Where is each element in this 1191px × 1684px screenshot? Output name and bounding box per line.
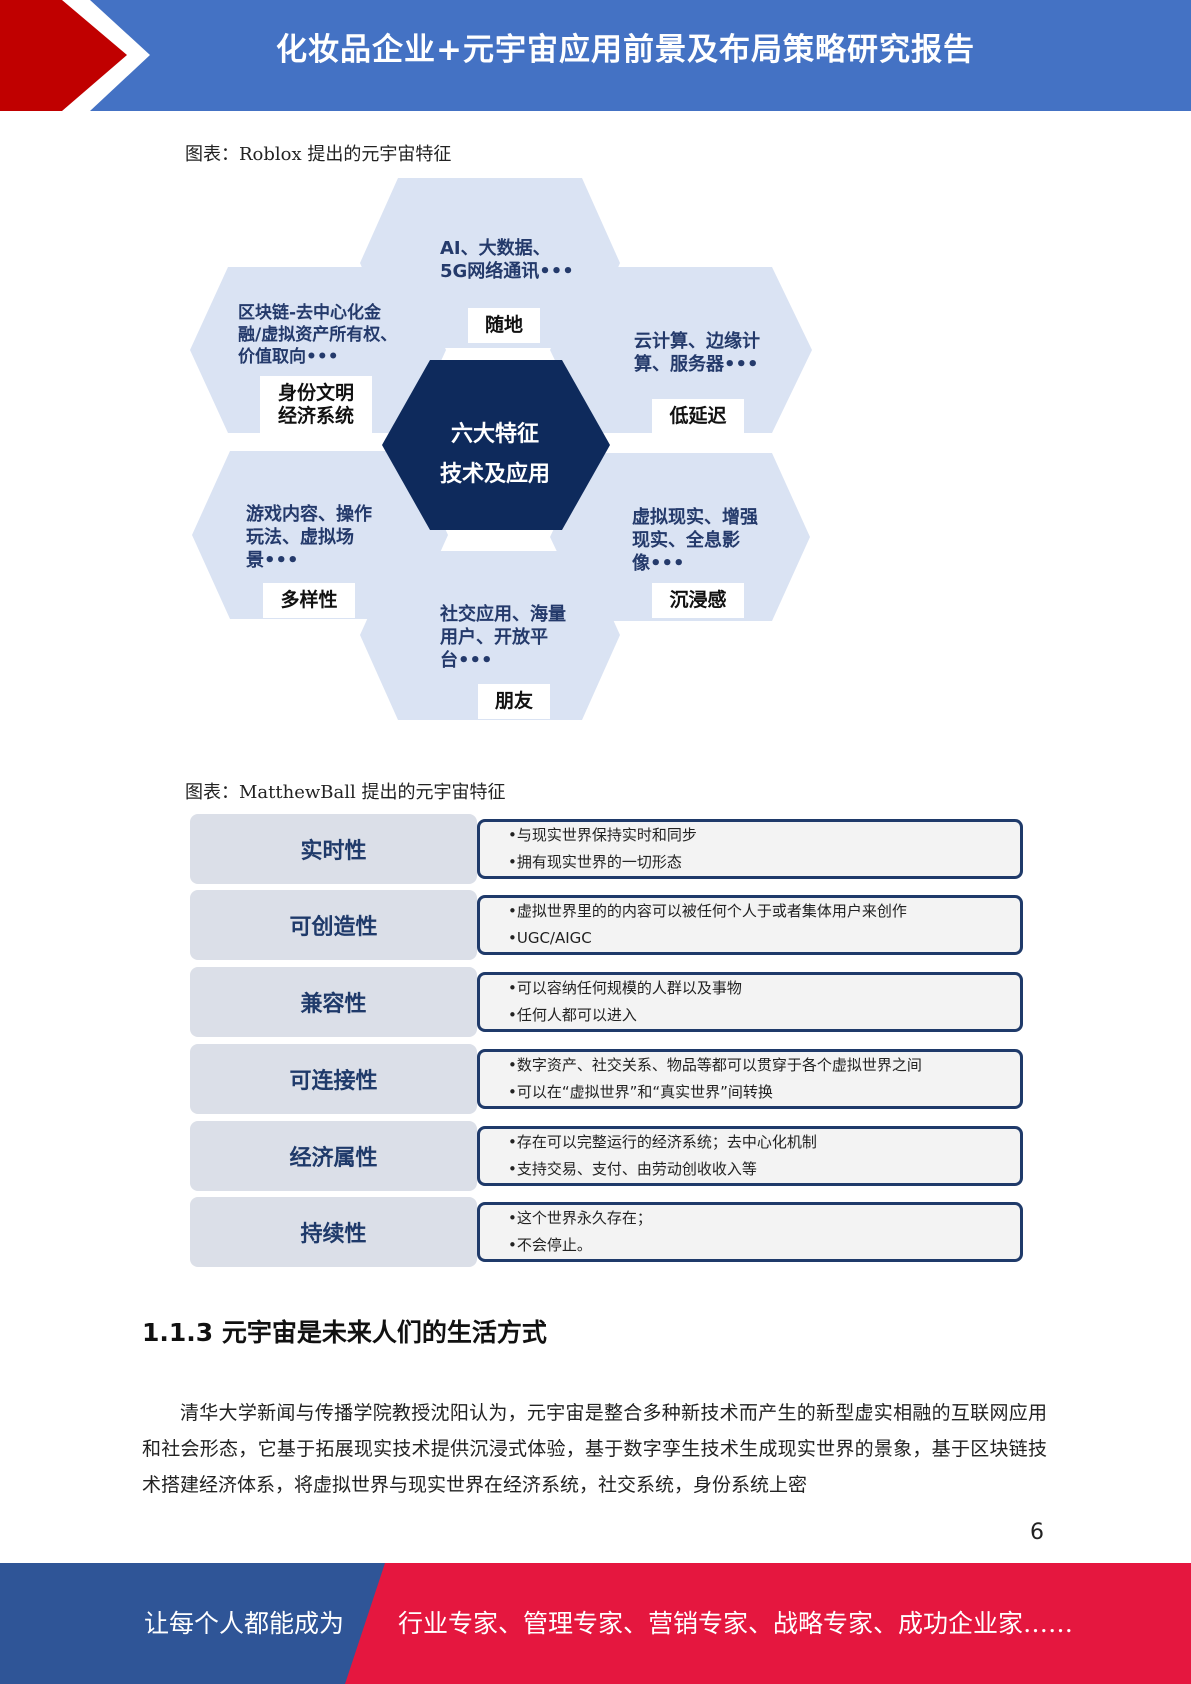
section-heading: 1.1.3 元宇宙是未来人们的生活方式 <box>142 1318 547 1347</box>
hex-top-text: AI、大数据、 5G网络通讯••• <box>440 238 574 282</box>
hex-upper-right-tag: 低延迟 <box>652 399 744 434</box>
hex-lower-right-tag: 沉浸感 <box>652 583 744 618</box>
hex-lower-right <box>550 453 810 621</box>
footer-slogan-right: 行业专家、管理专家、营销专家、战略专家、成功企业家…… <box>398 1609 1074 1638</box>
hex-bottom-tag: 朋友 <box>478 684 550 719</box>
feature-name: 实时性 <box>190 814 477 884</box>
page-header: 化妆品企业+元宇宙应用前景及布局策略研究报告 <box>0 0 1191 111</box>
feature-description: •这个世界永久存在； •不会停止。 <box>477 1202 1023 1262</box>
feature-description: •数字资产、社交关系、物品等都可以贯穿于各个虚拟世界之间 •可以在“虚拟世界”和… <box>477 1049 1023 1109</box>
feature-name: 可连接性 <box>190 1044 477 1114</box>
hex-lower-left-text: 游戏内容、操作 玩法、虚拟场 景••• <box>246 504 372 571</box>
hex-center <box>382 360 610 530</box>
feature-row: 实时性 •与现实世界保持实时和同步 •拥有现实世界的一切形态 <box>190 812 1023 884</box>
figure2-caption: 图表：MatthewBall 提出的元宇宙特征 <box>185 782 506 803</box>
hex-upper-left-tag: 身份文明 经济系统 <box>260 376 372 434</box>
feature-description: •与现实世界保持实时和同步 •拥有现实世界的一切形态 <box>477 819 1023 879</box>
feature-description: •虚拟世界里的的内容可以被任何个人于或者集体用户来创作 •UGC/AIGC <box>477 895 1023 955</box>
feature-row: 经济属性 •存在可以完整运行的经济系统；去中心化机制 •支持交易、支付、由劳动创… <box>190 1119 1023 1191</box>
feature-name: 经济属性 <box>190 1121 477 1191</box>
body-paragraph: 清华大学新闻与传播学院教授沈阳认为，元宇宙是整合多种新技术而产生的新型虚实相融的… <box>142 1402 1047 1496</box>
hexagon-shapes <box>190 178 812 720</box>
footer-slogan-left: 让每个人都能成为 <box>144 1609 345 1638</box>
hex-lower-right-text: 虚拟现实、增强 现实、全息影 像••• <box>632 507 758 574</box>
feature-name: 兼容性 <box>190 967 477 1037</box>
page-footer: 让每个人都能成为 行业专家、管理专家、营销专家、战略专家、成功企业家…… <box>0 1563 1191 1684</box>
header-banner-graphic <box>0 0 1191 111</box>
page-number: 6 <box>1030 1520 1044 1545</box>
feature-row: 可连接性 •数字资产、社交关系、物品等都可以贯穿于各个虚拟世界之间 •可以在“虚… <box>190 1042 1023 1114</box>
roblox-hexagon-diagram: 六大特征 技术及应用 AI、大数据、 5G网络通讯••• 随地 云计算、边缘计 … <box>190 175 830 725</box>
feature-row: 持续性 •这个世界永久存在； •不会停止。 <box>190 1195 1023 1267</box>
hex-bottom-text: 社交应用、海量 用户、开放平 台••• <box>440 604 566 671</box>
feature-row: 可创造性 •虚拟世界里的的内容可以被任何个人于或者集体用户来创作 •UGC/AI… <box>190 888 1023 960</box>
hex-upper-left-text: 区块链-去中心化金 融/虚拟资产所有权、 价值取向••• <box>238 303 398 367</box>
center-hex-label: 六大特征 技术及应用 <box>439 422 550 487</box>
hex-lower-left <box>192 451 448 619</box>
hex-upper-right <box>550 267 812 433</box>
feature-row: 兼容性 •可以容纳任何规模的人群以及事物 •任何人都可以进入 <box>190 965 1023 1037</box>
hex-bottom <box>360 551 620 720</box>
feature-description: •存在可以完整运行的经济系统；去中心化机制 •支持交易、支付、由劳动创收收入等 <box>477 1126 1023 1186</box>
figure1-caption: 图表：Roblox 提出的元宇宙特征 <box>185 144 452 165</box>
report-title: 化妆品企业+元宇宙应用前景及布局策略研究报告 <box>276 32 975 68</box>
feature-name: 可创造性 <box>190 890 477 960</box>
hex-top-tag: 随地 <box>468 308 540 343</box>
hex-upper-left <box>190 267 446 433</box>
hex-lower-left-tag: 多样性 <box>263 583 355 618</box>
feature-name: 持续性 <box>190 1197 477 1267</box>
feature-description: •可以容纳任何规模的人群以及事物 •任何人都可以进入 <box>477 972 1023 1032</box>
footer-banner-graphic <box>0 1563 1191 1684</box>
hex-upper-right-text: 云计算、边缘计 算、服务器••• <box>634 331 760 375</box>
